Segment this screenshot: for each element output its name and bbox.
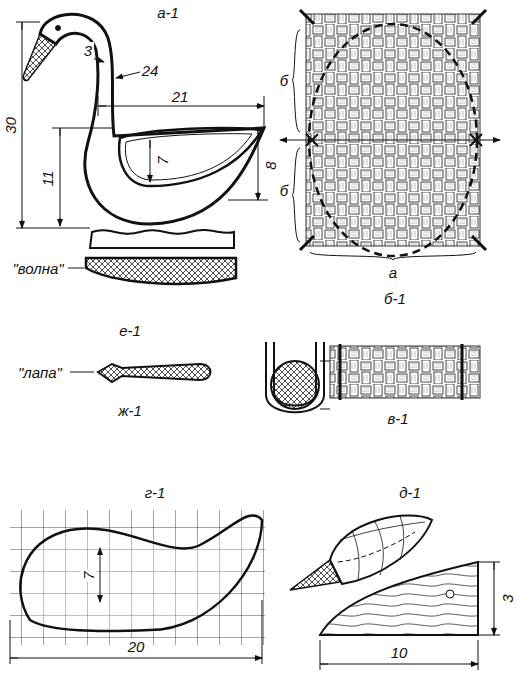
dimension-number: 24 [140,62,161,79]
brace-letter: б [278,72,290,89]
figure-label: д-1 [397,484,423,501]
dimension-number: 21 [170,88,191,105]
figure-label: б-1 [382,290,408,307]
part-name: "волна" [10,260,65,277]
figure-label: г-1 [143,484,168,501]
figure-label: в-1 [385,410,410,427]
dimension-number: 30 [2,115,19,136]
dimension-number: 11 [39,168,56,188]
dimension-number: 3 [82,42,94,59]
dimension-number: 10 [389,644,410,661]
figure-label: е-1 [117,322,143,339]
part-name: "лапа" [16,364,64,381]
brace-letter: б [278,182,290,199]
dimension-number: 8 [262,159,279,171]
dimension-number: 7 [154,154,171,166]
dimension-number: 20 [126,638,147,655]
dimension-number: 3 [499,592,516,604]
brace-letter: а [387,264,399,281]
figure-label: а-1 [155,4,181,21]
figure-label: ж-1 [116,402,144,419]
dimension-number: 7 [80,569,97,581]
